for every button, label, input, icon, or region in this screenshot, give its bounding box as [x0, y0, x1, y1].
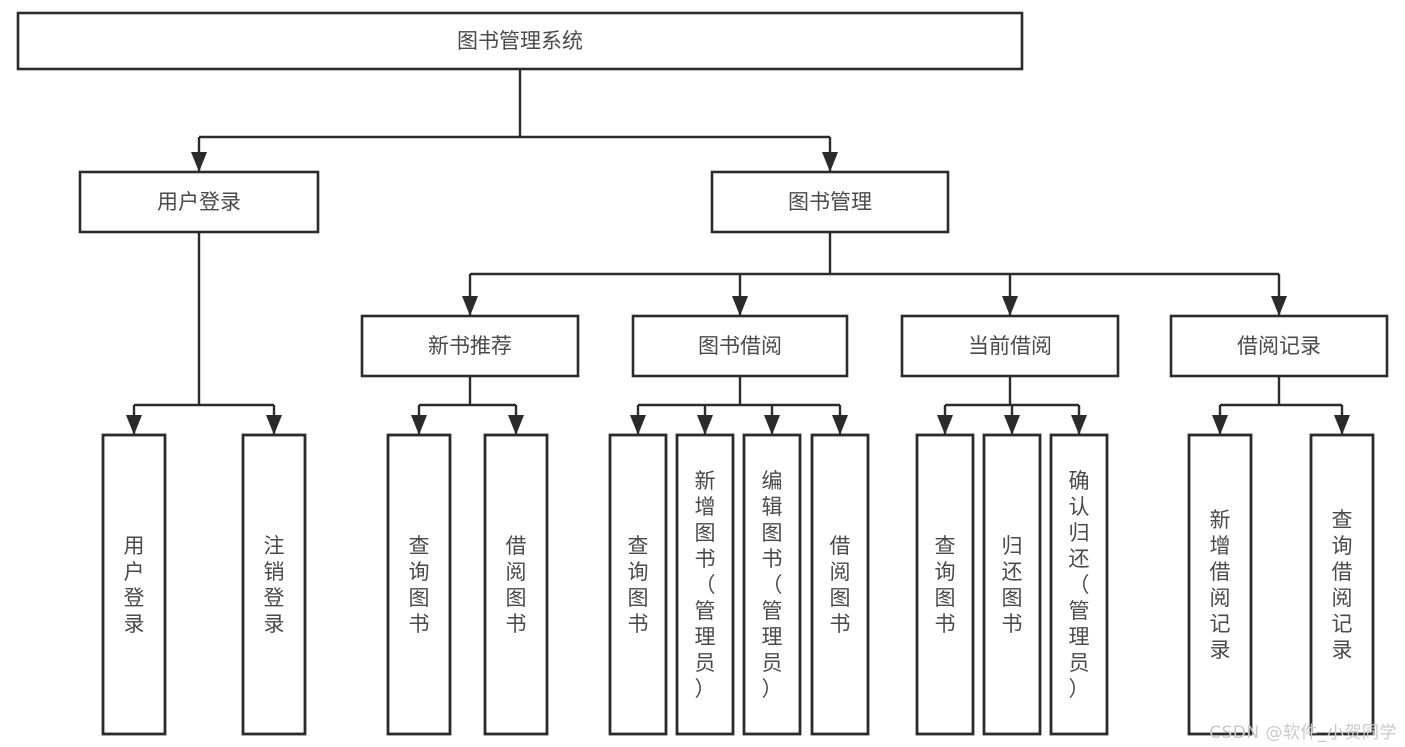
leaf-node-12[interactable]: 新增借阅记录 — [1187, 433, 1253, 736]
leaf-node-13[interactable]: 查询借阅记录 — [1309, 433, 1375, 736]
leaf-label: 借阅图书 — [506, 534, 527, 636]
level3-node-2[interactable]: 图书借阅 — [631, 314, 849, 378]
node-label: 用户登录 — [157, 190, 241, 214]
arrow-head-icon — [266, 415, 282, 435]
leaf-node-5[interactable]: 查询图书 — [608, 433, 668, 736]
leaf-label: 编辑图书（管理员） — [762, 469, 783, 701]
leaf-label: 确认归还（管理员） — [1069, 469, 1090, 701]
level2-node-2[interactable]: 图书管理 — [710, 170, 950, 234]
watermark-text: CSDN @软件_小贺同学 — [1209, 723, 1397, 743]
arrow-head-icon — [1002, 296, 1018, 316]
leaf-label: 注销登录 — [264, 534, 285, 636]
leaf-node-1[interactable]: 用户登录 — [101, 433, 167, 736]
level3-node-4[interactable]: 借阅记录 — [1169, 314, 1389, 378]
arrow-head-icon — [191, 152, 207, 172]
level2-node-1[interactable]: 用户登录 — [78, 170, 320, 234]
leaf-node-8[interactable]: 借阅图书 — [810, 433, 870, 736]
arrow-head-icon — [126, 415, 142, 435]
node-label: 新书推荐 — [428, 334, 512, 358]
connector-layer — [126, 69, 1350, 435]
leaf-node-11[interactable]: 确认归还（管理员） — [1049, 433, 1109, 736]
node-label: 图书管理 — [788, 190, 872, 214]
root-node-book-management-system[interactable]: 图书管理系统 — [16, 11, 1024, 71]
leaf-node-10[interactable]: 归还图书 — [982, 433, 1042, 736]
node-label: 图书借阅 — [698, 334, 782, 358]
leaf-label: 查询图书 — [628, 534, 649, 636]
leaf-node-7[interactable]: 编辑图书（管理员） — [742, 433, 802, 736]
arrow-head-icon — [411, 415, 427, 435]
arrow-head-icon — [508, 415, 524, 435]
level3-node-3[interactable]: 当前借阅 — [900, 314, 1120, 378]
leaf-label: 新增图书（管理员） — [695, 469, 716, 701]
leaf-label: 新增借阅记录 — [1210, 508, 1231, 662]
arrow-head-icon — [630, 415, 646, 435]
arrow-head-icon — [1334, 415, 1350, 435]
arrow-head-icon — [822, 152, 838, 172]
node-label: 当前借阅 — [968, 334, 1052, 358]
arrow-head-icon — [832, 415, 848, 435]
leaf-label: 用户登录 — [124, 534, 145, 636]
arrow-head-icon — [732, 296, 748, 316]
leaf-label: 查询图书 — [935, 534, 956, 636]
node-layer: 图书管理系统用户登录图书管理新书推荐图书借阅当前借阅借阅记录用户登录注销登录查询… — [16, 11, 1389, 736]
leaf-node-9[interactable]: 查询图书 — [915, 433, 975, 736]
arrow-head-icon — [462, 296, 478, 316]
arrow-head-icon — [764, 415, 780, 435]
arrow-head-icon — [697, 415, 713, 435]
arrow-head-icon — [1271, 296, 1287, 316]
arrow-head-icon — [937, 415, 953, 435]
arrow-head-icon — [1212, 415, 1228, 435]
node-label: 图书管理系统 — [457, 29, 583, 53]
arrow-head-icon — [1004, 415, 1020, 435]
leaf-label: 归还图书 — [1002, 534, 1023, 636]
arrow-head-icon — [1071, 415, 1087, 435]
leaf-label: 查询借阅记录 — [1332, 508, 1353, 662]
leaf-label: 查询图书 — [409, 534, 430, 636]
leaf-label: 借阅图书 — [830, 534, 851, 636]
leaf-node-2[interactable]: 注销登录 — [241, 433, 307, 736]
node-label: 借阅记录 — [1237, 334, 1321, 358]
leaf-node-6[interactable]: 新增图书（管理员） — [675, 433, 735, 736]
leaf-node-3[interactable]: 查询图书 — [386, 433, 452, 736]
level3-node-1[interactable]: 新书推荐 — [360, 314, 580, 378]
leaf-node-4[interactable]: 借阅图书 — [483, 433, 549, 736]
